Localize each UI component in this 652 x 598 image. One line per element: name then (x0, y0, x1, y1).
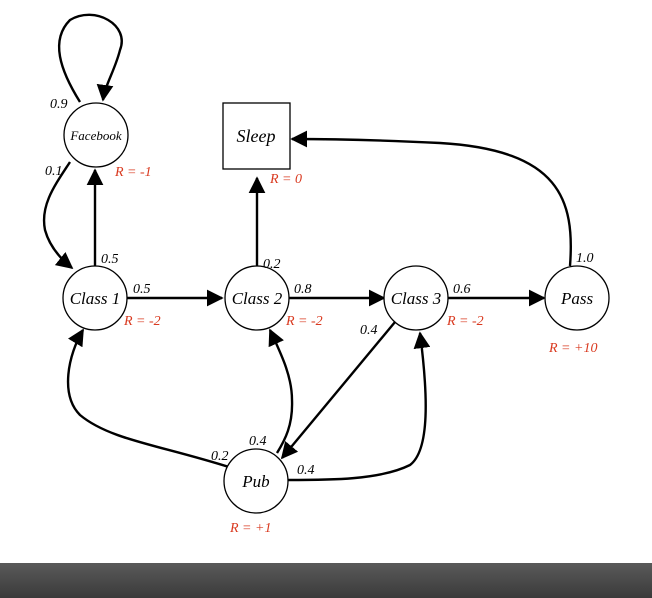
bottom-bar (0, 563, 652, 598)
node-pass (544, 265, 610, 331)
prob-class3-to-pass: 0.6 (453, 282, 471, 297)
edge-facebook-to-class1 (42, 161, 74, 270)
reward-class2: R = -2 (285, 314, 323, 329)
prob-class2-to-sleep: 0.2 (263, 257, 281, 272)
prob-pub-to-class1: 0.2 (211, 449, 229, 464)
node-class1 (62, 265, 128, 331)
node-class2 (224, 265, 290, 331)
edge-pub-to-class3 (287, 331, 431, 482)
prob-pub-to-class2: 0.4 (249, 434, 267, 449)
prob-facebook-self: 0.9 (50, 97, 68, 112)
prob-class1-to-facebook: 0.5 (101, 252, 119, 267)
prob-class2-to-class3: 0.8 (294, 282, 312, 297)
node-sleep (222, 102, 291, 170)
node-pub-label: Pub (241, 472, 269, 491)
node-pub (223, 448, 289, 514)
edge-pub-to-class2 (268, 328, 294, 454)
node-facebook (63, 102, 129, 168)
node-sleep-label: Sleep (237, 126, 276, 146)
prob-class1-to-class2: 0.5 (133, 282, 151, 297)
reward-pub: R = +1 (229, 521, 271, 536)
markov-reward-process-diagram: Facebook Sleep Class 1 Class 2 Class 3 P… (42, 13, 610, 536)
node-class2-label: Class 2 (232, 289, 283, 308)
prob-pub-to-class3: 0.4 (297, 463, 315, 478)
reward-sleep: R = 0 (269, 172, 302, 187)
node-class3-label: Class 3 (391, 289, 442, 308)
node-pass-label: Pass (560, 289, 594, 308)
edge-class3-to-pub (280, 321, 396, 460)
reward-class1: R = -2 (123, 314, 161, 329)
edge-facebook-self (57, 13, 123, 103)
prob-pass-to-sleep: 1.0 (576, 251, 594, 266)
reward-facebook: R = -1 (114, 165, 152, 180)
edge-pub-to-class1 (66, 328, 233, 470)
reward-class3: R = -2 (446, 314, 484, 329)
prob-class3-to-pub: 0.4 (360, 323, 378, 338)
node-facebook-label: Facebook (69, 128, 121, 143)
prob-facebook-to-class1: 0.1 (45, 164, 63, 179)
edge-pass-to-sleep (290, 130, 572, 267)
node-class3 (383, 265, 449, 331)
node-class1-label: Class 1 (70, 289, 121, 308)
reward-pass: R = +10 (548, 341, 597, 356)
